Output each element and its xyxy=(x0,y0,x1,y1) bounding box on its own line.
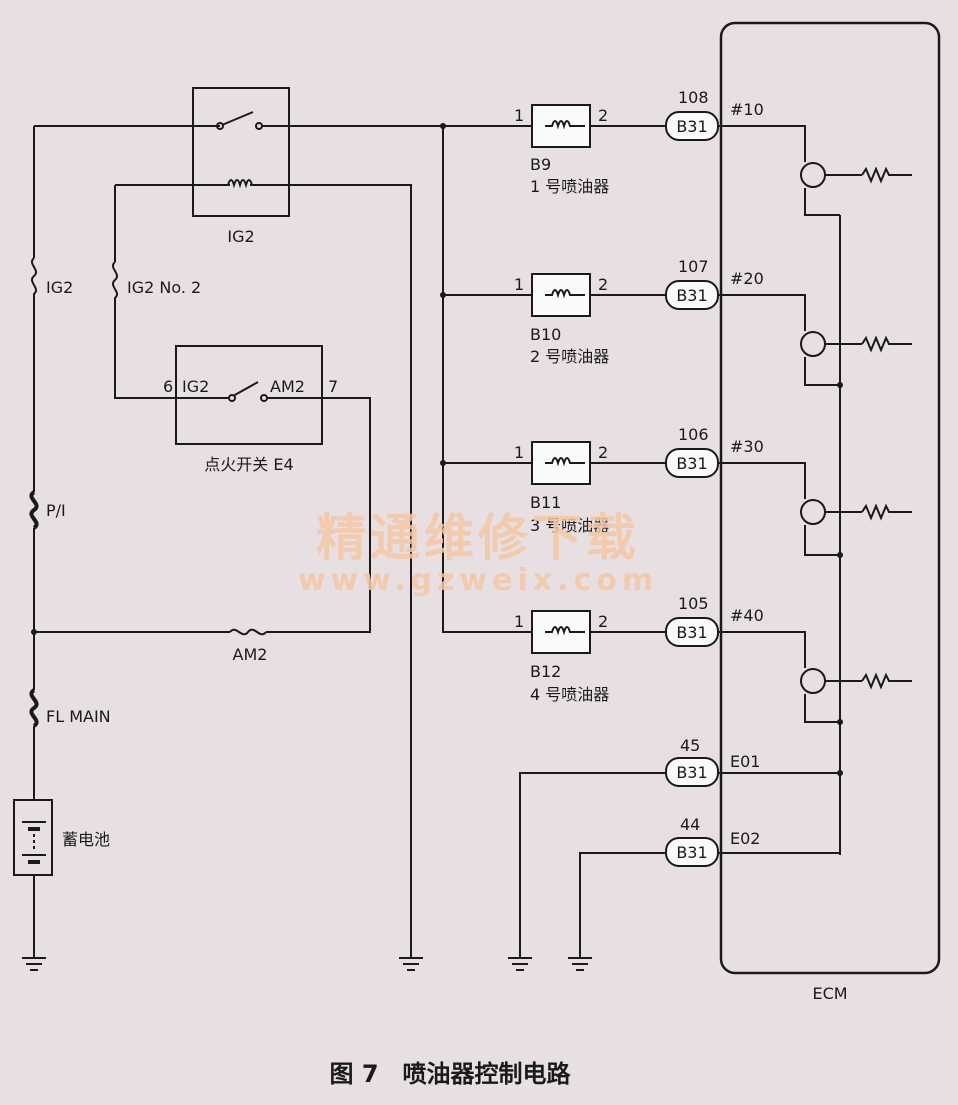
svg-text:2: 2 xyxy=(598,443,608,462)
injector-b12: 1 2 B12 4 号喷油器 xyxy=(514,610,668,704)
svg-text:B31: B31 xyxy=(676,117,707,136)
junction-dot xyxy=(440,123,446,129)
fuse-ig2-no2-label: IG2 No. 2 xyxy=(127,278,201,297)
svg-text:1: 1 xyxy=(514,275,524,294)
fuse-ig2-no2: IG2 No. 2 xyxy=(112,261,201,302)
fuse-ig2: IG2 xyxy=(31,257,73,300)
pin-6-name: IG2 xyxy=(182,377,209,396)
svg-text:2: 2 xyxy=(598,612,608,631)
injector-name: 4 号喷油器 xyxy=(530,685,609,704)
watermark-title: 精通维修下载 xyxy=(316,509,640,567)
connector-b31-107: 107 B31 #20 xyxy=(665,257,764,310)
pin-7-name: AM2 xyxy=(270,377,305,396)
battery: 蓄电池 xyxy=(13,799,110,876)
ignition-switch-label: 点火开关 E4 xyxy=(204,455,293,474)
relay-label: IG2 xyxy=(227,227,254,246)
svg-text:B31: B31 xyxy=(676,763,707,782)
connector-b31-105: 105 B31 #40 xyxy=(665,594,764,647)
fuse-pi-label: P/I xyxy=(46,501,66,520)
svg-text:1: 1 xyxy=(514,106,524,125)
ig2-relay: IG2 xyxy=(192,87,290,246)
ecm-terminal: #20 xyxy=(730,269,764,288)
ecm-unit: ECM xyxy=(719,21,941,1003)
main-supply-wiring xyxy=(33,125,530,958)
injector-b9: 1 2 B9 1 号喷油器 xyxy=(514,104,668,196)
connector-b31-106: 106 B31 #30 xyxy=(665,425,764,478)
injector-name: 3 号喷油器 xyxy=(530,516,609,535)
pin-7: 7 xyxy=(328,377,338,396)
fuse-fl-main: FL MAIN xyxy=(29,688,111,728)
junction-dot xyxy=(440,460,446,466)
injector-name: 2 号喷油器 xyxy=(530,347,609,366)
svg-text:2: 2 xyxy=(598,275,608,294)
ground-symbol xyxy=(568,957,592,971)
svg-text:2: 2 xyxy=(598,106,608,125)
watermark-url: www.gzweix.com xyxy=(298,563,658,598)
connector-b31-45: 45 B31 E01 xyxy=(665,736,760,787)
ecm-pin-number: 44 xyxy=(680,815,700,834)
fuse-am2: AM2 xyxy=(229,628,268,664)
junction-dot xyxy=(440,292,446,298)
injector-b11: 1 2 B11 3 号喷油器 xyxy=(514,441,668,535)
ecm-terminal: E02 xyxy=(730,829,760,848)
ecm-pin-number: 106 xyxy=(678,425,709,444)
battery-label: 蓄电池 xyxy=(62,830,110,849)
svg-text:1: 1 xyxy=(514,443,524,462)
connector-b31-44: 44 B31 E02 xyxy=(665,815,760,867)
junction-dot xyxy=(837,770,843,776)
figure-caption: 图 7 喷油器控制电路 xyxy=(329,1060,571,1088)
ecm-internal-wiring xyxy=(718,125,912,855)
fuse-am2-label: AM2 xyxy=(233,645,268,664)
connector-b31-108: 108 B31 #10 xyxy=(665,88,764,141)
ecm-terminal: E01 xyxy=(730,752,760,771)
injector-b10: 1 2 B10 2 号喷油器 xyxy=(514,273,668,366)
ecm-label: ECM xyxy=(812,984,847,1003)
junction-dot xyxy=(837,719,843,725)
svg-text:B31: B31 xyxy=(676,843,707,862)
pin-6: 6 xyxy=(163,377,173,396)
ecm-terminal: #30 xyxy=(730,437,764,456)
ecm-pin-number: 108 xyxy=(678,88,709,107)
junction-dot xyxy=(837,382,843,388)
svg-text:B31: B31 xyxy=(676,454,707,473)
ecm-terminal: #10 xyxy=(730,100,764,119)
fuse-pi: P/I xyxy=(29,490,66,530)
ground-symbol xyxy=(22,957,46,971)
injector-id: B12 xyxy=(530,662,561,681)
ecm-pin-number: 107 xyxy=(678,257,709,276)
ecm-pin-number: 45 xyxy=(680,736,700,755)
fuse-fl-main-label: FL MAIN xyxy=(46,707,111,726)
svg-text:B31: B31 xyxy=(676,286,707,305)
junction-dot xyxy=(837,552,843,558)
ecm-pin-number: 105 xyxy=(678,594,709,613)
ground-symbol xyxy=(508,957,532,971)
svg-text:1: 1 xyxy=(514,612,524,631)
injector-id: B10 xyxy=(530,325,561,344)
injector-name: 1 号喷油器 xyxy=(530,177,609,196)
ignition-switch-e4: 6 IG2 AM2 7 点火开关 E4 xyxy=(163,345,338,474)
fuse-ig2-label: IG2 xyxy=(46,278,73,297)
junction-dot xyxy=(31,629,37,635)
ground-symbol xyxy=(399,957,423,971)
ecm-terminal: #40 xyxy=(730,606,764,625)
injector-id: B9 xyxy=(530,155,551,174)
svg-text:B31: B31 xyxy=(676,623,707,642)
injector-id: B11 xyxy=(530,493,561,512)
